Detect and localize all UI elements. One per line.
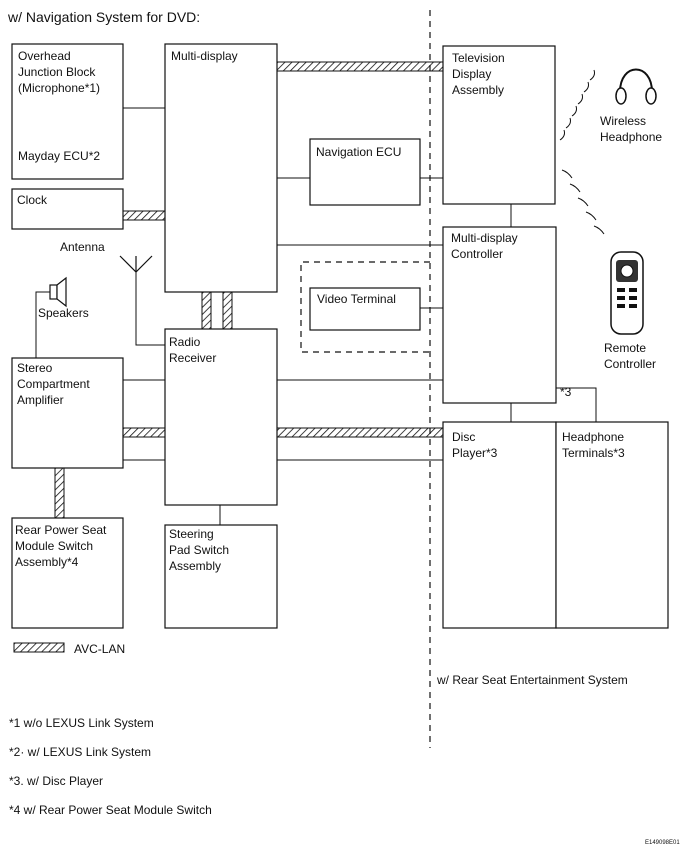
headphone-label-1: Headphone [562, 430, 624, 444]
overhead-label-2: Junction Block [18, 65, 96, 79]
overhead-label-3: (Microphone*1) [18, 81, 100, 95]
steering-label-2: Pad Switch [169, 543, 229, 557]
mdc-label-2: Controller [451, 247, 503, 261]
radio-receiver-box [164, 328, 278, 506]
antenna-label: Antenna [60, 240, 105, 254]
wireless-label-2: Headphone [600, 130, 662, 144]
overhead-junction-block [11, 43, 124, 180]
diagram-title: w/ Navigation System for DVD: [7, 9, 200, 25]
avc-lan-buses [54, 61, 444, 519]
wireless-headphone-icon [615, 68, 657, 105]
steering-label-3: Assembly [169, 559, 221, 573]
amp-label-1: Stereo [17, 361, 53, 375]
tv-label-1: Television [452, 51, 505, 65]
wireless-label-1: Wireless [600, 114, 646, 128]
seat-label-3: Assembly*4 [15, 555, 79, 569]
headphone-label-2: Terminals*3 [562, 446, 625, 460]
multi-display-controller-box [442, 226, 557, 404]
seat-label-2: Module Switch [15, 539, 93, 553]
wires [35, 107, 597, 525]
remote-controller-icon [610, 251, 644, 335]
footnote-3: *3. w/ Disc Player [9, 774, 103, 788]
nav-ecu-label: Navigation ECU [316, 145, 401, 159]
stereo-amplifier-box [11, 357, 124, 469]
radio-label-2: Receiver [169, 351, 216, 365]
footnote-2: *2· w/ LEXUS Link System [9, 745, 151, 759]
star3-label: *3 [560, 385, 572, 399]
steering-label-1: Steering [169, 527, 214, 541]
rear-power-seat-box [11, 517, 124, 629]
speakers-label: Speakers [38, 306, 89, 320]
remote-label-2: Controller [604, 357, 656, 371]
navigation-ecu-box [309, 138, 421, 206]
remote-label-1: Remote [604, 341, 646, 355]
tv-label-2: Display [452, 67, 491, 81]
avc-lan-legend-label: AVC-LAN [74, 642, 125, 656]
footnote-1: *1 w/o LEXUS Link System [9, 716, 154, 730]
signal-waves-icon [559, 69, 605, 235]
clock-box [11, 188, 124, 230]
amp-label-2: Compartment [17, 377, 90, 391]
overhead-label-1: Overhead [18, 49, 71, 63]
mayday-label: Mayday ECU*2 [18, 149, 100, 163]
rse-label: w/ Rear Seat Entertainment System [436, 673, 628, 687]
seat-label-1: Rear Power Seat [15, 523, 107, 537]
antenna-icon [119, 255, 153, 273]
multi-display-label: Multi-display [171, 49, 238, 63]
disc-label-2: Player*3 [452, 446, 498, 460]
mdc-label-1: Multi-display [451, 231, 518, 245]
footnote-4: *4 w/ Rear Power Seat Module Switch [9, 803, 212, 817]
disc-player-box [442, 421, 557, 629]
steering-pad-box [164, 524, 278, 629]
figure-code: E149098E01 [645, 840, 680, 846]
video-terminal-label: Video Terminal [317, 292, 396, 306]
amp-label-3: Amplifier [17, 393, 64, 407]
disc-label-1: Disc [452, 430, 475, 444]
television-display-box [442, 45, 556, 205]
video-terminal-box [309, 287, 421, 331]
tv-label-3: Assembly [452, 83, 504, 97]
speaker-icon [49, 276, 67, 308]
multi-display-box [164, 43, 278, 293]
avc-lan-legend-swatch [13, 642, 65, 653]
headphone-terminals-box [555, 421, 669, 629]
radio-label-1: Radio [169, 335, 201, 349]
clock-label: Clock [17, 193, 48, 207]
